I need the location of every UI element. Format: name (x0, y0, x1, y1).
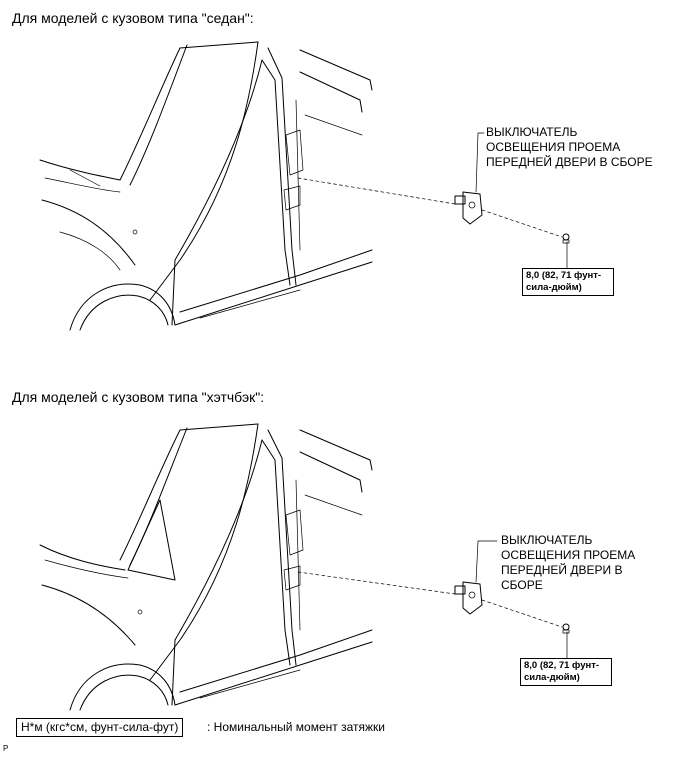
sedan-torque-line: сила-дюйм) (526, 282, 582, 293)
hatchback-part-label: ВЫКЛЮЧАТЕЛЬ ОСВЕЩЕНИЯ ПРОЕМА ПЕРЕДНЕЙ ДВ… (501, 533, 635, 593)
sedan-part-label-line: ПЕРЕДНЕЙ ДВЕРИ В СБОРЕ (486, 155, 653, 169)
sedan-part-label-line: ОСВЕЩЕНИЯ ПРОЕМА (486, 140, 621, 154)
sedan-switch-icon (454, 191, 483, 225)
hatchback-body-illustration (39, 423, 373, 711)
hatchback-part-label-line: ВЫКЛЮЧАТЕЛЬ (501, 533, 593, 547)
torque-unit-legend-box: Н*м (кгс*см, фунт-сила-фут) (16, 718, 184, 737)
sedan-torque-line: 8,0 (82, 71 фунт- (526, 270, 602, 281)
hatchback-bolt-icon (562, 623, 570, 634)
hatchback-heading: Для моделей с кузовом типа "хэтчбэк": (12, 389, 265, 405)
torque-legend-text: : Номинальный момент затяжки (207, 720, 385, 734)
hatchback-torque-line: сила-дюйм) (524, 672, 580, 683)
hatchback-torque-spec: 8,0 (82, 71 фунт- сила-дюйм) (520, 658, 612, 686)
sedan-heading: Для моделей с кузовом типа "седан": (12, 10, 254, 26)
hatchback-part-label-line: ОСВЕЩЕНИЯ ПРОЕМА (501, 548, 636, 562)
hatchback-torque-line: 8,0 (82, 71 фунт- (524, 660, 600, 671)
sedan-body-illustration (39, 41, 373, 331)
hatchback-part-label-line: СБОРЕ (501, 578, 543, 592)
hatchback-switch-icon (454, 581, 483, 615)
hatchback-part-label-line: ПЕРЕДНЕЙ ДВЕРИ В (501, 563, 623, 577)
sedan-torque-spec: 8,0 (82, 71 фунт- сила-дюйм) (522, 268, 614, 296)
sedan-part-label-line: ВЫКЛЮЧАТЕЛЬ (486, 125, 578, 139)
corner-mark: P (3, 744, 9, 753)
sedan-bolt-icon (562, 233, 570, 244)
sedan-part-label: ВЫКЛЮЧАТЕЛЬ ОСВЕЩЕНИЯ ПРОЕМА ПЕРЕДНЕЙ ДВ… (486, 125, 653, 170)
